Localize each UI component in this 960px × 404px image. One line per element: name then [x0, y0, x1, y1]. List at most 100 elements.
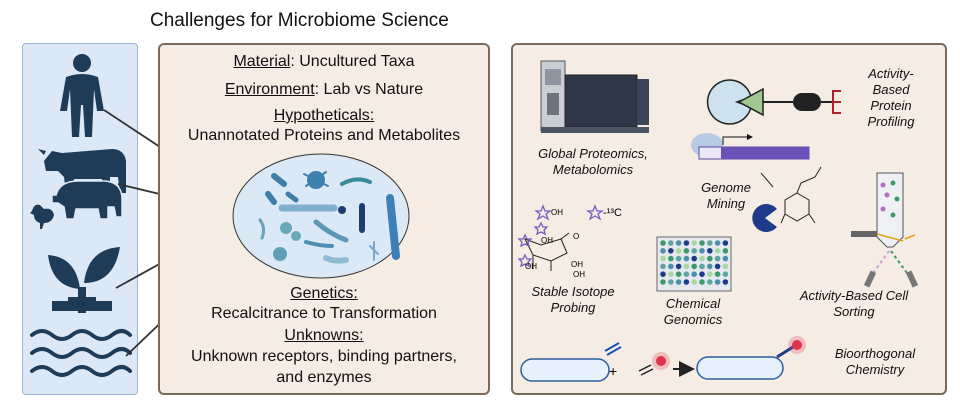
- plate-well: [714, 271, 721, 277]
- caption-genome-mining-line1: Genome: [701, 180, 751, 195]
- caption-genome-mining: Genome Mining: [686, 180, 766, 212]
- caption-bioorthogonal: Bioorthogonal Chemistry: [820, 346, 930, 378]
- plate-well: [714, 279, 721, 285]
- oh-label-5: OH: [573, 270, 585, 279]
- caption-stable-isotope: Stable Isotope Probing: [518, 284, 628, 316]
- cell-sorter-icon: [851, 172, 919, 288]
- plate-well: [660, 279, 666, 285]
- plate-well: [683, 255, 690, 262]
- material-line: Material: Uncultured Taxa: [158, 52, 490, 71]
- environment-value: : Lab vs Nature: [314, 81, 424, 98]
- caption-cell-sorting-line2: Sorting: [833, 304, 875, 319]
- oh-label-4: OH: [571, 260, 583, 269]
- chicken-icon: [30, 204, 54, 229]
- caption-global-proteomics-line2: Metabolomics: [552, 162, 634, 177]
- plate-well: [683, 248, 690, 254]
- plate-well: [707, 263, 713, 270]
- caption-cell-sorting-line1: Activity-Based Cell: [799, 288, 909, 303]
- metabolite-structure-icon: [780, 166, 822, 224]
- plate-well: [699, 279, 705, 285]
- plate-well: [699, 248, 705, 254]
- caption-chemical-genomics-line1: Chemical: [665, 296, 721, 311]
- plate-well: [675, 279, 682, 285]
- plate-well: [660, 240, 666, 246]
- isotope-c13-label: -¹³C: [603, 207, 622, 219]
- plate-well: [699, 271, 705, 277]
- plate-well: [691, 240, 697, 246]
- plate-well: [675, 263, 682, 270]
- plate-well: [691, 255, 697, 262]
- caption-stable-isotope-line1: Stable Isotope: [531, 284, 615, 299]
- plate-well: [683, 240, 690, 246]
- caption-abpp-line1: Activity-: [868, 66, 914, 81]
- methods-illustrations: OH O OH OH OH OH -¹³C +: [517, 60, 919, 382]
- plate-well: [714, 240, 721, 246]
- caption-abpp: Activity- Based Protein Profiling: [856, 66, 926, 130]
- plate-well: [668, 271, 674, 277]
- plate-well: [699, 240, 705, 246]
- plate-well: [668, 248, 674, 254]
- plate-well: [722, 248, 729, 254]
- plate-well: [707, 279, 713, 285]
- plate-well: [675, 248, 682, 254]
- plate-well: [675, 271, 682, 277]
- mass-spectrometer-icon: [540, 60, 649, 133]
- o-label: O: [573, 232, 579, 241]
- plate-well: [691, 263, 697, 270]
- plate-well: [707, 271, 713, 277]
- plate-well: [714, 255, 721, 262]
- caption-abpp-line3: Protein: [870, 98, 912, 113]
- material-label: Material: [233, 53, 291, 70]
- plant-icon: [48, 247, 120, 313]
- caption-global-proteomics-line1: Global Proteomics,: [538, 146, 648, 161]
- plate-well: [668, 240, 674, 246]
- genome-cluster-icon: [691, 133, 810, 188]
- plate-well: [660, 255, 666, 262]
- plate-well: [722, 255, 729, 262]
- unknowns-line-2: and enzymes: [276, 369, 372, 386]
- plate-well: [707, 240, 713, 246]
- plate-well: [699, 263, 705, 270]
- plate-well: [707, 248, 713, 254]
- plate-well: [668, 263, 674, 270]
- oh-label-2: OH: [541, 236, 553, 245]
- plate-well: [722, 263, 729, 270]
- plate-well: [668, 255, 674, 262]
- enzyme-icon: [752, 204, 777, 232]
- plus-sign: +: [609, 363, 617, 379]
- caption-abpp-line2: Based: [872, 82, 910, 97]
- plate-well: [691, 248, 697, 254]
- unknowns-line-1: Unknown receptors, binding partners,: [191, 348, 457, 365]
- bioorthogonal-reaction-icon: [520, 336, 806, 382]
- plate-well: [683, 263, 690, 270]
- plate-well: [660, 271, 666, 277]
- plate-well: [691, 271, 697, 277]
- caption-global-proteomics: Global Proteomics, Metabolomics: [533, 146, 653, 178]
- unknowns-label: Unknowns:: [284, 327, 364, 344]
- microbes-illustration: [232, 153, 410, 279]
- plate-well: [691, 279, 697, 285]
- caption-stable-isotope-line2: Probing: [550, 300, 596, 315]
- hypotheticals-label: Hypotheticals:: [273, 107, 375, 124]
- environment-label: Environment: [224, 81, 315, 98]
- plate-well: [683, 271, 690, 277]
- sources-icons: [30, 54, 132, 377]
- plate-well: [714, 263, 721, 270]
- plate-well: [707, 255, 713, 262]
- water-icon: [30, 329, 132, 377]
- plate-well: [675, 240, 682, 246]
- plate-well: [722, 240, 729, 246]
- oh-label-1: OH: [551, 208, 563, 217]
- plate-well: [722, 279, 729, 285]
- isotope-star-icons: [517, 204, 604, 268]
- caption-genome-mining-line2: Mining: [706, 196, 746, 211]
- microbe-cells: [258, 171, 400, 264]
- plate-well: [683, 279, 690, 285]
- caption-chemical-genomics-line2: Genomics: [663, 312, 723, 327]
- caption-abpp-line4: Profiling: [867, 114, 915, 129]
- hypotheticals-value: Unannotated Proteins and Metabolites: [187, 127, 461, 144]
- genetics-label: Genetics:: [290, 285, 358, 302]
- caption-bioorthogonal-line2: Chemistry: [845, 362, 905, 377]
- plate-well: [699, 255, 705, 262]
- person-icon: [60, 54, 104, 137]
